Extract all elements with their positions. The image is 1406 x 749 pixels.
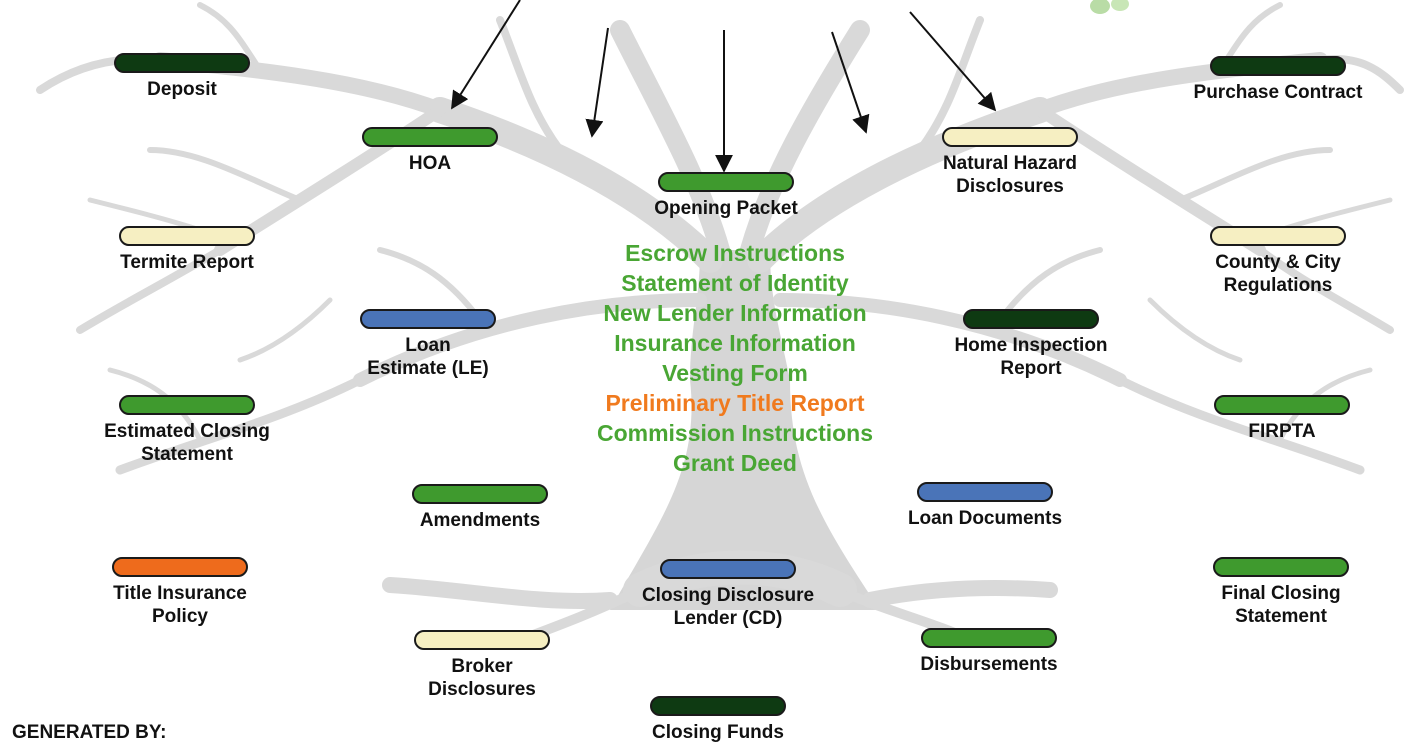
doc-insurance-information: Insurance Information — [614, 330, 856, 356]
deposit-pill — [114, 53, 250, 73]
closing-disclosure-pill — [660, 559, 796, 579]
opening-packet-document-list: Escrow Instructions Statement of Identit… — [520, 238, 950, 478]
natural-hazard-pill — [942, 127, 1078, 147]
home-inspection-pill — [963, 309, 1099, 329]
broker-disclosures-pill — [414, 630, 550, 650]
termite-report-label: Termite Report — [120, 252, 254, 273]
firpta-label: FIRPTA — [1248, 421, 1316, 442]
node-deposit: Deposit — [92, 53, 272, 101]
node-purchase-contract: Purchase Contract — [1168, 56, 1388, 104]
opening-packet-pill — [658, 172, 794, 192]
doc-commission-instructions: Commission Instructions — [596, 420, 874, 446]
node-firpta: FIRPTA — [1192, 395, 1372, 443]
disbursements-label: Disbursements — [920, 654, 1058, 675]
doc-grant-deed: Grant Deed — [673, 450, 797, 476]
closing-funds-label: Closing Funds — [652, 722, 784, 743]
node-closing-funds: Closing Funds — [628, 696, 808, 744]
doc-new-lender-information: New Lender Information — [603, 300, 867, 326]
doc-statement-of-identity: Statement of Identity — [621, 270, 849, 296]
county-city-pill — [1210, 226, 1346, 246]
hoa-pill — [362, 127, 498, 147]
leaf-decoration — [1090, 0, 1129, 14]
arrows — [451, 0, 997, 173]
purchase-contract-label: Purchase Contract — [1193, 82, 1363, 103]
amendments-pill — [412, 484, 548, 504]
closing-funds-pill — [650, 696, 786, 716]
arrow-right-branch — [831, 31, 870, 134]
node-termite-report: Termite Report — [92, 226, 282, 274]
opening-packet-label: Opening Packet — [654, 198, 798, 219]
amendments-label: Amendments — [419, 510, 541, 531]
firpta-pill — [1214, 395, 1350, 415]
deposit-label: Deposit — [147, 79, 217, 100]
arrow-left-branch — [585, 27, 609, 138]
node-hoa: HOA — [340, 127, 520, 175]
hoa-label: HOA — [408, 153, 452, 174]
title-insurance-pill — [112, 557, 248, 577]
estimated-closing-pill — [119, 395, 255, 415]
arrow-to-hoa — [451, 0, 521, 110]
node-loan-documents: Loan Documents — [870, 482, 1100, 530]
generated-by-label: GENERATED BY: — [12, 722, 167, 743]
loan-documents-pill — [917, 482, 1053, 502]
disbursements-pill — [921, 628, 1057, 648]
termite-report-pill — [119, 226, 255, 246]
arrow-to-natural-hazard — [909, 11, 997, 112]
node-disbursements: Disbursements — [884, 628, 1094, 676]
doc-vesting-form: Vesting Form — [662, 360, 808, 386]
doc-escrow-instructions: Escrow Instructions — [625, 240, 845, 266]
doc-preliminary-title-report: Preliminary Title Report — [605, 390, 865, 416]
loan-documents-label: Loan Documents — [907, 508, 1063, 529]
node-amendments: Amendments — [390, 484, 570, 532]
loan-estimate-pill — [360, 309, 496, 329]
purchase-contract-pill — [1210, 56, 1346, 76]
final-closing-pill — [1213, 557, 1349, 577]
node-opening-packet: Opening Packet — [628, 172, 824, 220]
